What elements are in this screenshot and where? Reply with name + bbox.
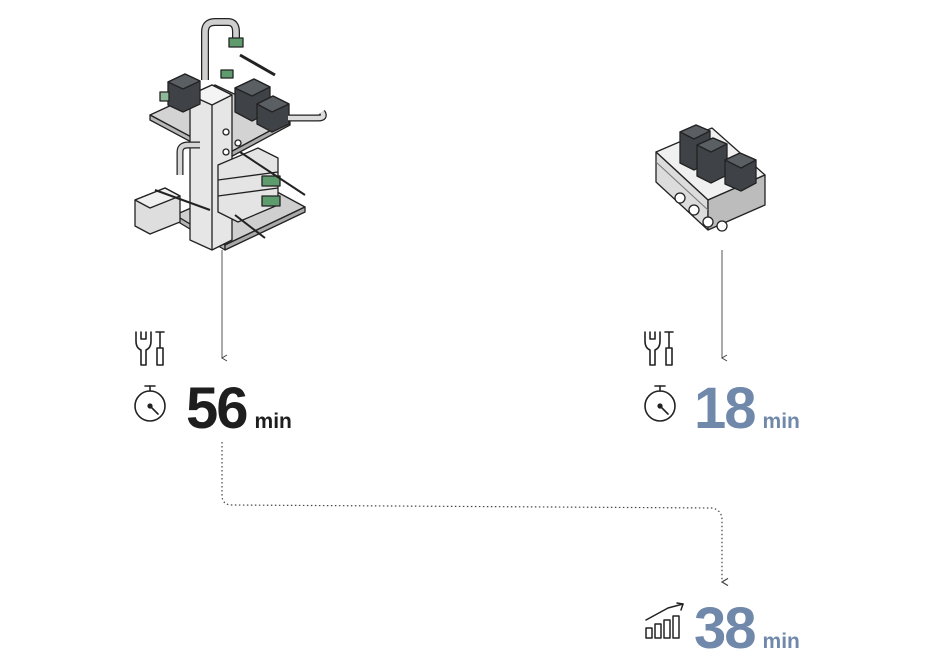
- right-duration: 18 min: [694, 380, 800, 438]
- rising-bars-chart-icon: [645, 602, 684, 639]
- result-duration-unit: min: [762, 630, 800, 653]
- wrench-screwdriver-icon: [644, 331, 674, 366]
- right-duration-unit: min: [762, 410, 800, 433]
- right-duration-value: 18: [694, 376, 756, 441]
- stopwatch-icon: [644, 385, 676, 422]
- compact-valve-manifold-illustration: [655, 124, 766, 232]
- left-duration-unit: min: [254, 410, 292, 433]
- left-duration-value: 56: [186, 376, 248, 441]
- result-duration: 38 min: [694, 600, 800, 658]
- stopwatch-icon: [134, 385, 166, 422]
- complex-valve-assembly-illustration: [134, 18, 327, 251]
- left-duration: 56 min: [186, 380, 292, 438]
- result-duration-value: 38: [694, 596, 756, 661]
- savings-dotted-arrow: [221, 442, 729, 587]
- wrench-screwdriver-icon: [135, 331, 165, 366]
